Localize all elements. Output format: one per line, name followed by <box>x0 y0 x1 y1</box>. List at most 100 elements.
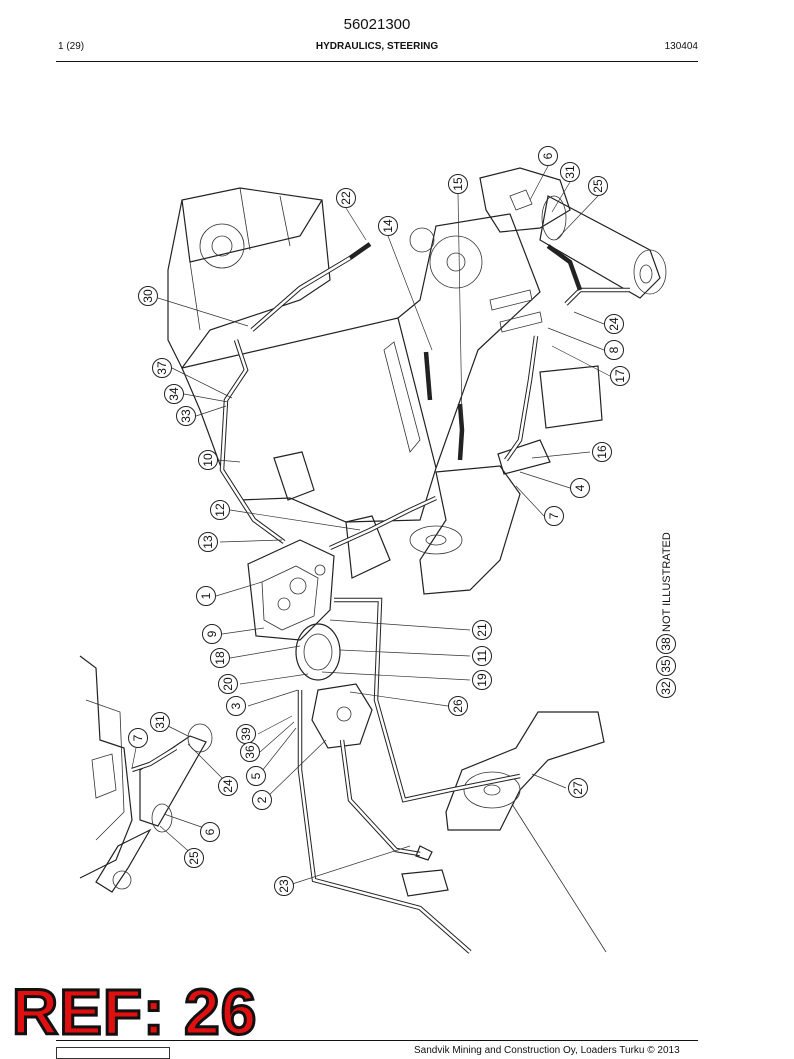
callout-35: 35 <box>656 656 676 676</box>
callout-6: 6 <box>538 146 558 166</box>
svg-text:25: 25 <box>591 179 605 193</box>
callout-30: 30 <box>138 286 158 306</box>
svg-text:33: 33 <box>179 409 193 423</box>
svg-text:22: 22 <box>339 191 353 205</box>
svg-text:35: 35 <box>659 659 673 673</box>
callout-5: 5 <box>246 766 266 786</box>
callout-21: 21 <box>472 620 492 640</box>
callout-27: 27 <box>568 778 588 798</box>
header-divider <box>56 61 698 62</box>
copyright-notice: Sandvik Mining and Construction Oy, Load… <box>414 1045 680 1056</box>
callout-22: 22 <box>336 188 356 208</box>
svg-text:27: 27 <box>571 781 585 795</box>
callout-15: 15 <box>448 174 468 194</box>
callout-group: 6 31 25 15 22 14 30 24 8 17 37 34 33 16 … <box>128 146 630 896</box>
svg-text:32: 32 <box>659 681 673 695</box>
callout-12: 12 <box>210 500 230 520</box>
callout-32: 32 <box>656 678 676 698</box>
leader-lines <box>131 165 611 887</box>
svg-text:15: 15 <box>451 177 465 191</box>
document-number: 56021300 <box>343 16 411 33</box>
callout-8: 8 <box>604 340 624 360</box>
svg-text:2: 2 <box>255 796 269 803</box>
not-illustrated-note: NOT ILLUSTRATED <box>661 532 673 632</box>
svg-text:31: 31 <box>563 165 577 179</box>
svg-text:7: 7 <box>547 512 561 519</box>
svg-text:12: 12 <box>213 503 227 517</box>
callout-31: 31 <box>560 162 580 182</box>
svg-text:5: 5 <box>249 772 263 779</box>
svg-text:34: 34 <box>167 387 181 401</box>
callout-24: 24 <box>604 314 624 334</box>
svg-text:10: 10 <box>201 453 215 467</box>
callout-4: 4 <box>570 478 590 498</box>
svg-text:37: 37 <box>155 361 169 375</box>
callout-34: 34 <box>164 384 184 404</box>
callout-24: 24 <box>218 776 238 796</box>
not-illustrated-label: NOT ILLUSTRATED <box>661 532 673 632</box>
svg-text:6: 6 <box>541 152 555 159</box>
callout-25: 25 <box>588 176 608 196</box>
callout-1: 1 <box>196 586 216 606</box>
callout-7: 7 <box>128 728 148 748</box>
reference-stamp: REF: 26 <box>10 976 258 1048</box>
callout-13: 13 <box>198 532 218 552</box>
svg-text:31: 31 <box>153 715 167 729</box>
callout-26: 26 <box>448 696 468 716</box>
callout-18: 18 <box>210 648 230 668</box>
svg-text:13: 13 <box>201 535 215 549</box>
callout-33: 33 <box>176 406 196 426</box>
callout-6: 6 <box>200 822 220 842</box>
callout-14: 14 <box>378 216 398 236</box>
callout-19: 19 <box>472 670 492 690</box>
svg-text:11: 11 <box>475 649 489 662</box>
section-title: HYDRAULICS, STEERING <box>315 41 439 52</box>
callout-10: 10 <box>198 450 218 470</box>
callout-7: 7 <box>544 506 564 526</box>
svg-text:24: 24 <box>607 317 621 331</box>
svg-text:39: 39 <box>239 727 253 741</box>
callout-3: 3 <box>226 696 246 716</box>
svg-text:3: 3 <box>229 702 243 709</box>
footer-divider <box>56 1040 698 1041</box>
page-indicator: 1 (29) <box>58 41 85 52</box>
callout-38: 38 <box>656 634 676 654</box>
callout-36: 36 <box>240 742 260 762</box>
svg-text:8: 8 <box>607 346 621 353</box>
svg-text:21: 21 <box>475 623 489 637</box>
svg-text:36: 36 <box>243 745 257 759</box>
machine-drawing <box>79 167 667 954</box>
callout-2: 2 <box>252 790 272 810</box>
svg-text:18: 18 <box>213 651 227 665</box>
svg-text:14: 14 <box>381 219 395 233</box>
svg-text:6: 6 <box>203 828 217 835</box>
svg-text:16: 16 <box>595 445 609 459</box>
svg-text:24: 24 <box>221 779 235 793</box>
svg-text:38: 38 <box>659 637 673 651</box>
callout-17: 17 <box>610 366 630 386</box>
document-date: 130404 <box>664 41 698 52</box>
svg-text:25: 25 <box>187 851 201 865</box>
callout-23: 23 <box>274 876 294 896</box>
callout-39: 39 <box>236 724 256 744</box>
callout-9: 9 <box>202 624 222 644</box>
callout-20: 20 <box>218 674 238 694</box>
callout-37: 37 <box>152 358 172 378</box>
svg-text:30: 30 <box>141 289 155 303</box>
callout-25: 25 <box>184 848 204 868</box>
callout-31: 31 <box>150 712 170 732</box>
svg-text:4: 4 <box>573 484 587 491</box>
footer-logo <box>56 1047 170 1059</box>
svg-text:1: 1 <box>199 592 213 599</box>
svg-text:7: 7 <box>131 734 145 741</box>
svg-text:20: 20 <box>221 677 235 691</box>
callout-11: 11 <box>472 646 492 666</box>
callout-16: 16 <box>592 442 612 462</box>
svg-text:23: 23 <box>277 879 291 893</box>
svg-text:26: 26 <box>451 699 465 713</box>
not-illustrated-callouts: 32 35 38 <box>656 634 676 698</box>
svg-text:9: 9 <box>205 630 219 637</box>
svg-text:17: 17 <box>613 369 627 383</box>
svg-text:19: 19 <box>475 673 489 687</box>
